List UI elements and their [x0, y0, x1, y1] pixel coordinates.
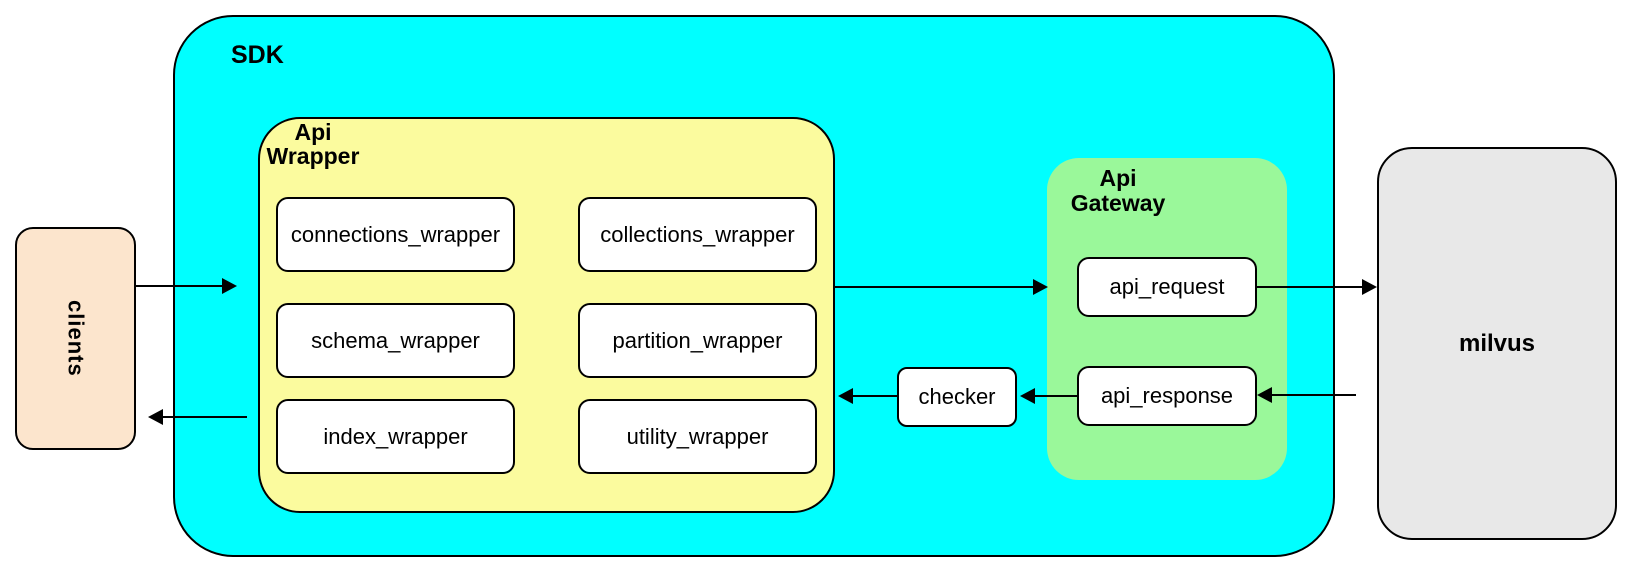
- utility-wrapper-node: utility_wrapper: [578, 399, 817, 474]
- clients-label: clients: [63, 300, 89, 377]
- index-wrapper-node: index_wrapper: [276, 399, 515, 474]
- arrow-shaft: [1033, 395, 1077, 397]
- api-request-node: api_request: [1077, 257, 1257, 317]
- arrowhead-left-icon: [148, 409, 163, 425]
- checker-node: checker: [897, 367, 1017, 427]
- collections-wrapper-node: collections_wrapper: [578, 197, 817, 272]
- arrow-sdk-to-clients: [148, 409, 247, 425]
- api-response-node: api_response: [1077, 366, 1257, 426]
- arrow-wrapper-to-gateway: [833, 279, 1048, 295]
- milvus-label: milvus: [1458, 329, 1536, 357]
- arrow-clients-to-sdk: [136, 278, 237, 294]
- arrow-milvus-to-response: [1257, 387, 1356, 403]
- arrowhead-left-icon: [1020, 388, 1035, 404]
- api-gateway-group-box: [1047, 158, 1287, 480]
- connections-wrapper-node: connections_wrapper: [276, 197, 515, 272]
- arrowhead-right-icon: [1033, 279, 1048, 295]
- arrow-shaft: [1270, 394, 1356, 396]
- milvus-box: milvus: [1377, 147, 1617, 540]
- schema-wrapper-node: schema_wrapper: [276, 303, 515, 378]
- arrow-response-to-checker: [1020, 388, 1077, 404]
- arrowhead-right-icon: [222, 278, 237, 294]
- arrowhead-left-icon: [838, 388, 853, 404]
- arrow-shaft: [1257, 286, 1364, 288]
- clients-box: clients: [15, 227, 136, 450]
- arrow-shaft: [833, 286, 1035, 288]
- api-wrapper-label: Api Wrapper: [266, 119, 360, 170]
- partition-wrapper-node: partition_wrapper: [578, 303, 817, 378]
- sdk-label: SDK: [231, 41, 284, 69]
- arrowhead-left-icon: [1257, 387, 1272, 403]
- arrowhead-right-icon: [1362, 279, 1377, 295]
- arrow-checker-to-wrapper: [838, 388, 897, 404]
- arrow-shaft: [136, 285, 224, 287]
- arrow-request-to-milvus: [1257, 279, 1377, 295]
- arrow-shaft: [851, 395, 897, 397]
- arrow-shaft: [161, 416, 247, 418]
- api-gateway-label: Api Gateway: [1070, 165, 1166, 217]
